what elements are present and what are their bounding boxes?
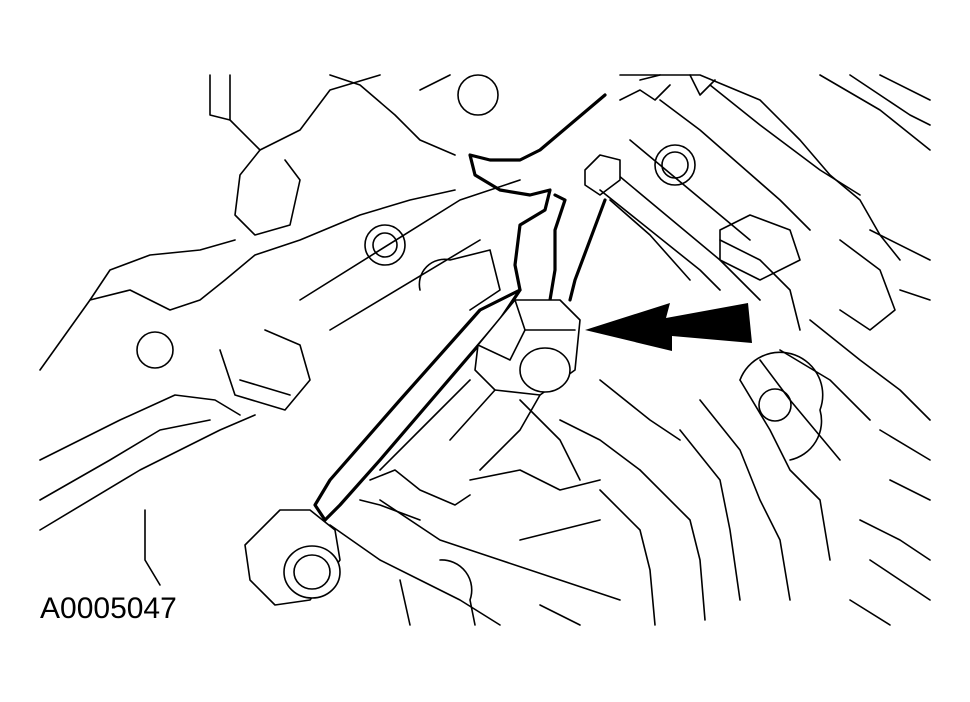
arrow-left-icon [585,303,752,351]
figure-id-label: A0005047 [40,592,177,625]
bushing-sleeve [244,509,341,606]
retaining-bolt [379,299,581,471]
housing-casting-right [599,74,931,626]
valve-bore [299,139,801,331]
housing-casting-left [39,74,499,586]
housing-casting-lower [329,379,681,626]
lever-tab [359,469,471,521]
